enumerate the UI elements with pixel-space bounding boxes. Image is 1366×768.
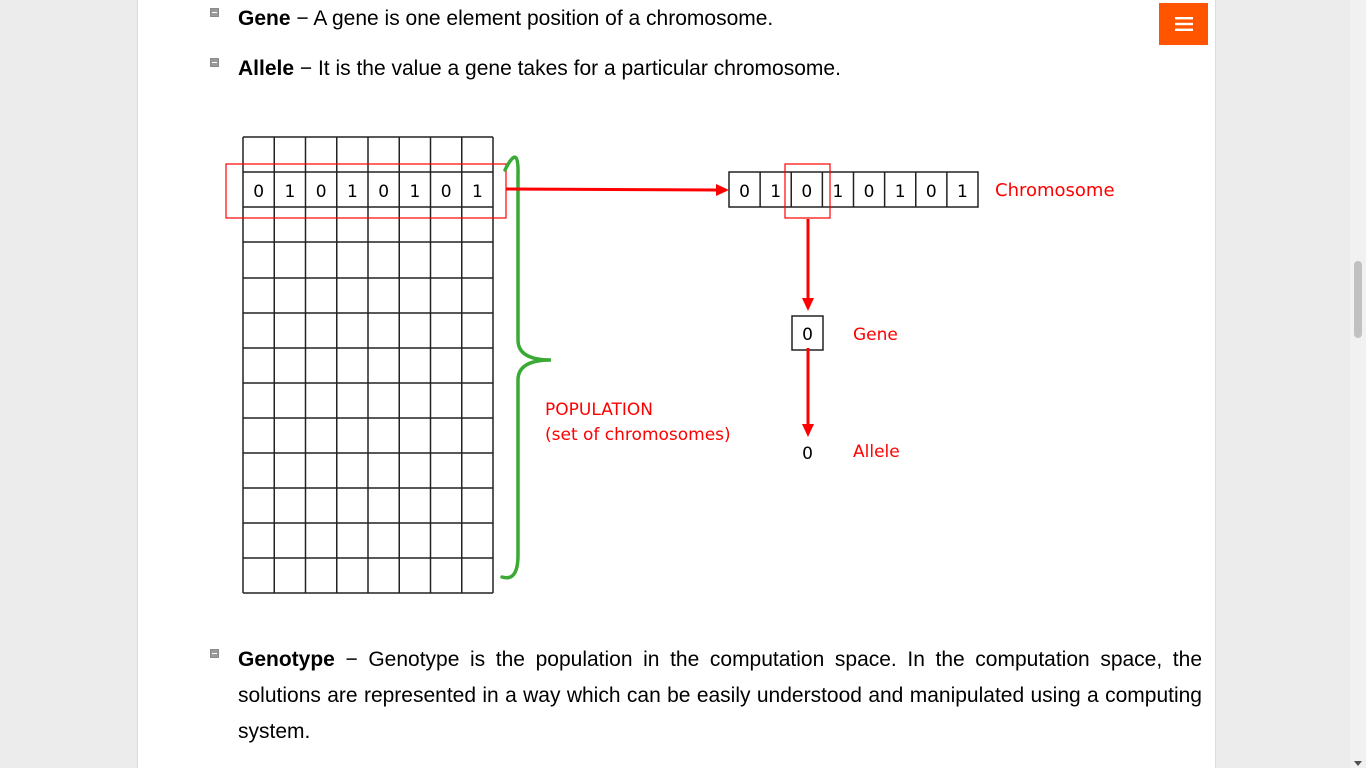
term-genotype: Genotype xyxy=(238,648,335,671)
definition-genotype: Genotype is the population in the comput… xyxy=(238,648,1202,743)
gene-box xyxy=(791,315,824,351)
population-sublabel: (set of chromosomes) xyxy=(545,425,731,445)
chromosome-bit: 1 xyxy=(895,182,906,202)
gene-highlight xyxy=(784,163,831,219)
bullet-icon xyxy=(210,8,219,17)
chromosome-bit: 0 xyxy=(864,182,875,202)
population-brace xyxy=(500,155,552,580)
population-bit: 1 xyxy=(284,182,295,202)
content-page xyxy=(137,0,1216,768)
definition-allele: It is the value a gene takes for a parti… xyxy=(317,57,841,80)
list-item-gene: Gene − A gene is one element position of… xyxy=(210,1,1202,37)
gene-arrow-head xyxy=(802,298,814,311)
gene-value: 0 xyxy=(802,325,813,345)
list-item-genotype: Genotype − Genotype is the population in… xyxy=(210,642,1202,750)
bullet-icon xyxy=(210,649,219,658)
chromosome-bit: 0 xyxy=(801,182,812,202)
chromosome-bit: 1 xyxy=(770,182,781,202)
chromosome-arrow-line xyxy=(505,187,719,192)
chromosome-arrow-head xyxy=(716,184,729,196)
chromosome-bit: 1 xyxy=(833,182,844,202)
population-bit: 1 xyxy=(472,182,483,202)
gene-label: Gene xyxy=(853,325,898,345)
chromosome-label: Chromosome xyxy=(995,180,1115,201)
bullet-icon xyxy=(210,58,219,67)
scrollbar-thumb[interactable] xyxy=(1354,261,1362,338)
hamburger-menu-icon xyxy=(1174,17,1193,31)
population-label: POPULATION xyxy=(545,400,653,420)
allele-label: Allele xyxy=(853,442,900,462)
list-item-allele: Allele − It is the value a gene takes fo… xyxy=(210,51,1202,87)
term-allele: Allele xyxy=(238,57,295,80)
vertical-scrollbar[interactable] xyxy=(1350,0,1366,768)
definition-gene: A gene is one element position of a chro… xyxy=(313,7,774,30)
population-bit: 0 xyxy=(441,182,452,202)
allele-value: 0 xyxy=(802,444,813,464)
term-gene: Gene xyxy=(238,7,291,30)
population-bit: 1 xyxy=(409,182,420,202)
selected-chromosome-highlight xyxy=(225,163,507,219)
population-bit: 0 xyxy=(378,182,389,202)
chromosome-bit: 0 xyxy=(926,182,937,202)
population-grid xyxy=(242,136,494,594)
menu-button[interactable] xyxy=(1159,3,1208,45)
population-bit: 1 xyxy=(347,182,358,202)
chromosome-bit: 1 xyxy=(957,182,968,202)
chromosome-bit: 0 xyxy=(739,182,750,202)
scroll-down-arrow-icon[interactable] xyxy=(1354,761,1362,766)
population-bit: 0 xyxy=(253,182,264,202)
allele-arrow-head xyxy=(802,424,814,437)
population-bit: 0 xyxy=(316,182,327,202)
